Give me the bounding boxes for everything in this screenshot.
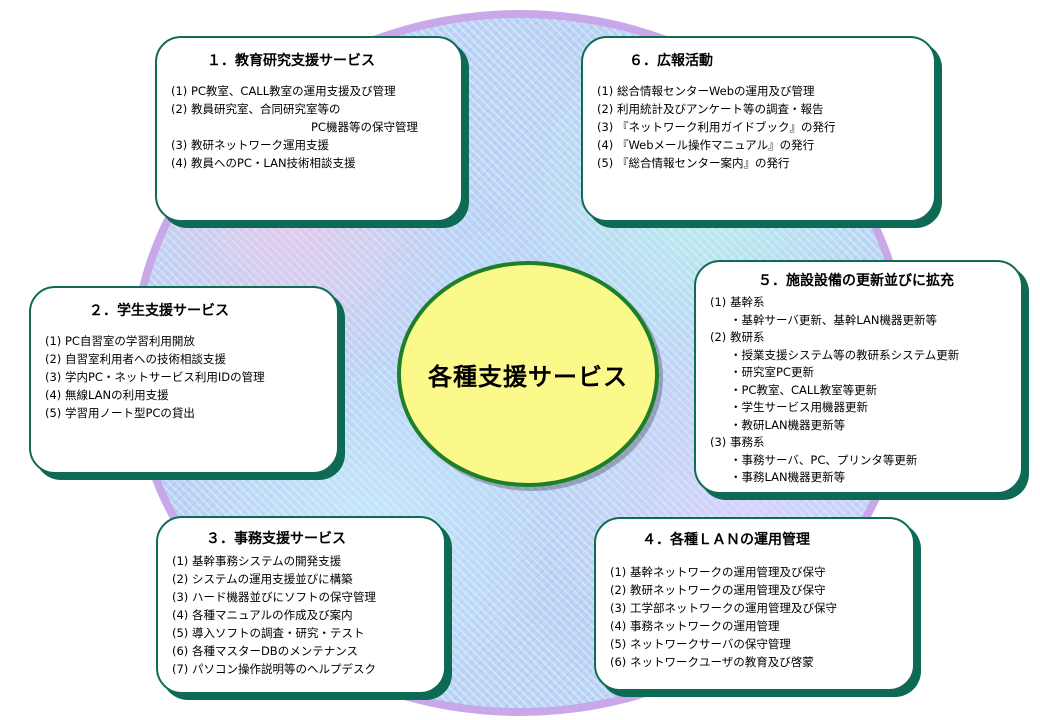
center-circle: 各種支援サービス <box>397 261 659 487</box>
list-item: ・事務サーバ、PC、プリンタ等更新 <box>730 452 918 467</box>
office-support-box: ３．事務支援サービス (1) 基幹事務システムの開発支援 (2) システムの運用… <box>156 516 446 694</box>
list-item: (2) システムの運用支援並びに構築 <box>172 572 353 586</box>
list-item: ・PC教室、CALL教室等更新 <box>730 382 878 397</box>
education-support-box: １．教育研究支援サービス (1) PC教室、CALL教室の運用支援及び管理 (2… <box>155 36 463 222</box>
list-item: (2) 利用統計及びアンケート等の調査・報告 <box>597 102 824 116</box>
list-item: ・研究室PC更新 <box>730 365 814 379</box>
list-item: (1) 基幹系 <box>710 295 765 309</box>
list-item: (3) 『ネットワーク利用ガイドブック』の発行 <box>597 120 836 134</box>
list-item: ・授業支援システム等の教研系システム更新 <box>730 347 960 362</box>
list-item: (1) 基幹事務システムの開発支援 <box>172 554 342 568</box>
list-item: (3) 事務系 <box>710 435 765 449</box>
list-item: (2) 自習室利用者への技術相談支援 <box>45 352 226 366</box>
item-list: (1) PC教室、CALL教室の運用支援及び管理 (2) 教員研究室、合同研究室… <box>171 82 449 172</box>
lan-management-box: ４．各種ＬＡＮの運用管理 (1) 基幹ネットワークの運用管理及び保守 (2) 教… <box>594 517 915 691</box>
item-list: (1) 基幹事務システムの開発支援 (2) システムの運用支援並びに構築 (3)… <box>172 552 432 678</box>
list-item: (5) 学習用ノート型PCの貸出 <box>45 406 195 420</box>
list-item: (1) PC教室、CALL教室の運用支援及び管理 <box>171 84 396 98</box>
item-list: (1) 総合情報センターWebの運用及び管理 (2) 利用統計及びアンケート等の… <box>597 82 922 172</box>
box-title: ５．施設設備の更新並びに拡充 <box>758 273 954 289</box>
list-item: (4) 教員へのPC・LAN技術相談支援 <box>171 156 356 170</box>
item-list: (1) 基幹ネットワークの運用管理及び保守 (2) 教研ネットワークの運用管理及… <box>610 563 901 671</box>
list-item: (5) 導入ソフトの調査・研究・テスト <box>172 626 365 640</box>
list-item: (2) 教研ネットワークの運用管理及び保守 <box>610 583 826 597</box>
list-item: (3) 教研ネットワーク運用支援 <box>171 138 329 152</box>
student-support-box: ２．学生支援サービス (1) PC自習室の学習利用開放 (2) 自習室利用者への… <box>29 286 339 474</box>
list-item: (3) 学内PC・ネットサービス利用IDの管理 <box>45 370 265 384</box>
item-list: (1) 基幹系 ・基幹サーバ更新、基幹LAN機器更新等 (2) 教研系 ・授業支… <box>710 294 1009 487</box>
box-title: ３．事務支援サービス <box>206 531 346 547</box>
box-title: １．教育研究支援サービス <box>207 53 375 69</box>
list-item: (1) 総合情報センターWebの運用及び管理 <box>597 84 815 98</box>
list-item: (7) パソコン操作説明等のヘルプデスク <box>172 662 376 676</box>
box-title: ４．各種ＬＡＮの運用管理 <box>642 532 810 548</box>
list-item: ・学生サービス用機器更新 <box>730 400 868 414</box>
list-item: (4) 各種マニュアルの作成及び案内 <box>172 608 353 622</box>
list-item: (5) ネットワークサーバの保守管理 <box>610 637 791 651</box>
box-title: ６．広報活動 <box>629 53 713 69</box>
list-item: ・教研LAN機器更新等 <box>730 417 846 432</box>
facility-upgrade-box: ５．施設設備の更新並びに拡充 (1) 基幹系 ・基幹サーバ更新、基幹LAN機器更… <box>694 260 1023 494</box>
list-item: (1) 基幹ネットワークの運用管理及び保守 <box>610 565 826 579</box>
list-item: (3) 工学部ネットワークの運用管理及び保守 <box>610 601 837 615</box>
center-title: 各種支援サービス <box>428 362 628 391</box>
list-item: (6) 各種マスターDBのメンテナンス <box>172 644 358 658</box>
list-item: (3) ハード機器並びにソフトの保守管理 <box>172 590 376 604</box>
list-item: (2) 教研系 <box>710 330 765 344</box>
box-title: ２．学生支援サービス <box>89 303 229 319</box>
list-item: (4) 無線LANの利用支援 <box>45 388 169 402</box>
list-item: (2) 教員研究室、合同研究室等の <box>171 102 341 116</box>
list-item: (6) ネットワークユーザの教育及び啓蒙 <box>610 655 814 669</box>
list-item: (4) 『Webメール操作マニュアル』の発行 <box>597 138 815 152</box>
list-item: ・基幹サーバ更新、基幹LAN機器更新等 <box>730 312 938 327</box>
item-list: (1) PC自習室の学習利用開放 (2) 自習室利用者への技術相談支援 (3) … <box>45 332 325 422</box>
list-item: ・事務LAN機器更新等 <box>730 470 846 484</box>
list-item: PC機器等の保守管理 <box>311 120 418 134</box>
pr-activities-box: ６．広報活動 (1) 総合情報センターWebの運用及び管理 (2) 利用統計及び… <box>581 36 936 222</box>
list-item: (5) 『総合情報センター案内』の発行 <box>597 156 790 170</box>
list-item: (4) 事務ネットワークの運用管理 <box>610 619 780 633</box>
list-item: (1) PC自習室の学習利用開放 <box>45 334 195 348</box>
